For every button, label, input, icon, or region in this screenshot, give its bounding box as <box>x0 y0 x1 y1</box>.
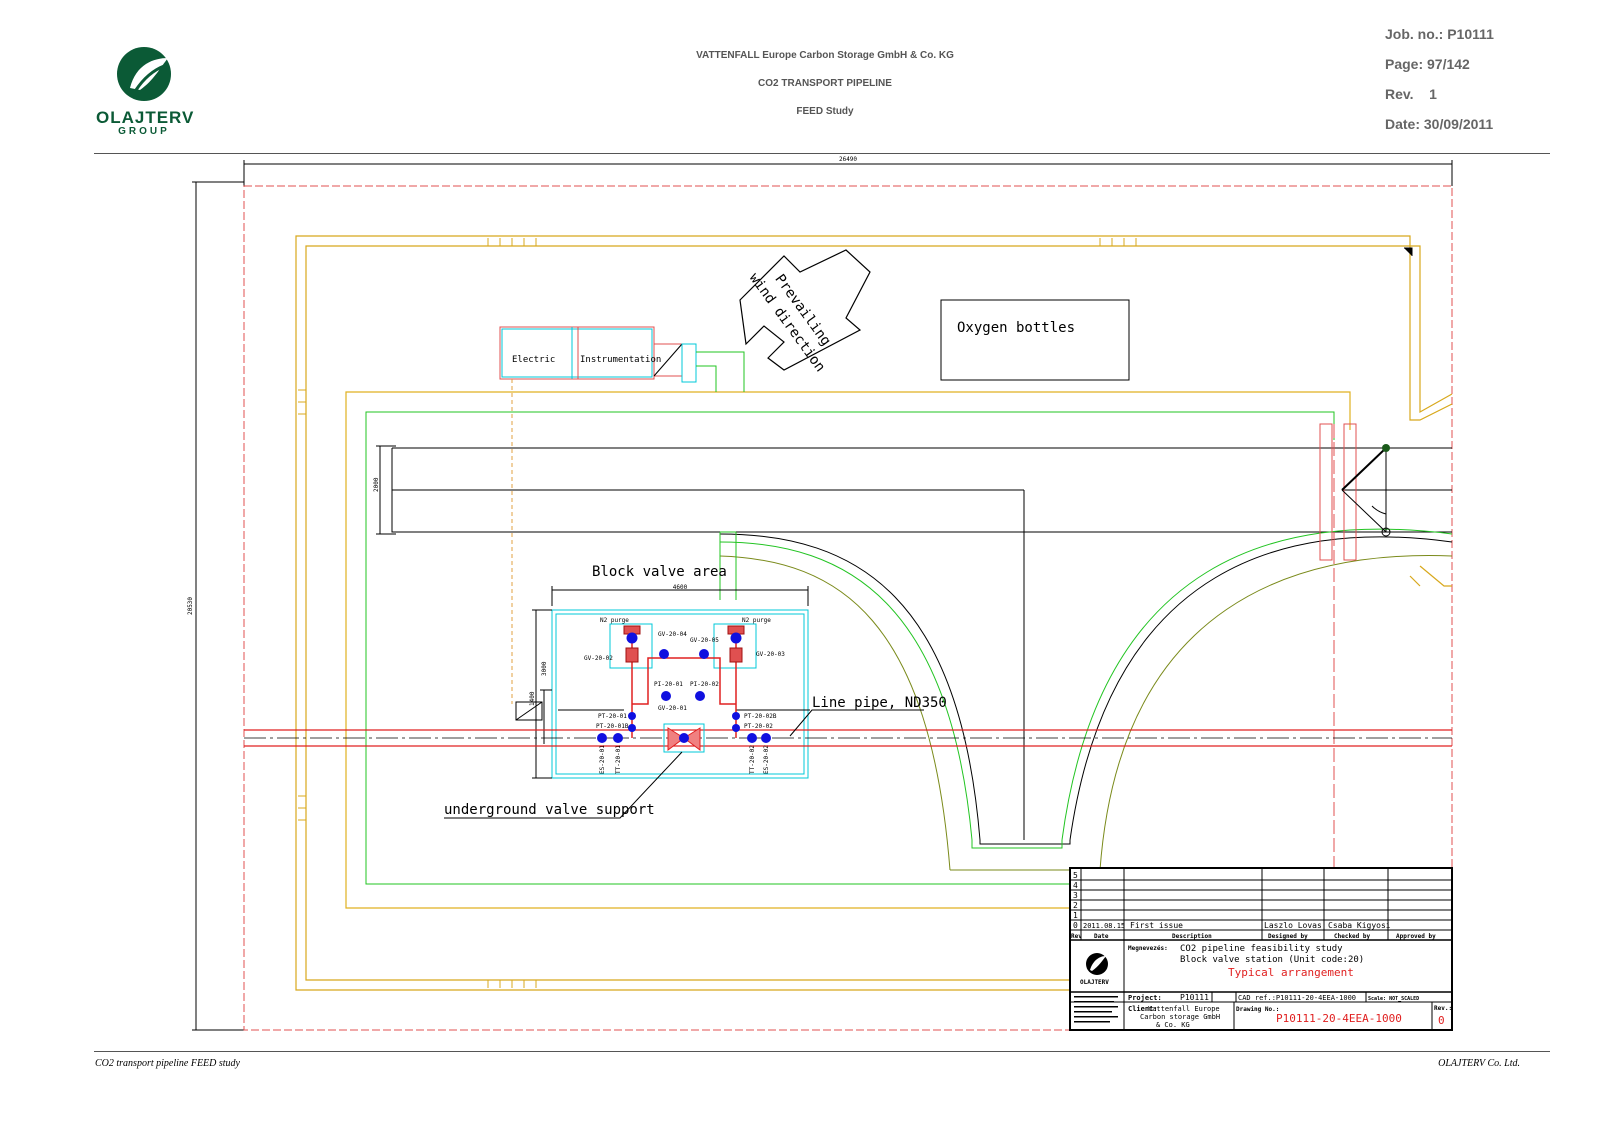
rev-row-2: 2 <box>1073 901 1078 910</box>
corner-marker <box>1404 247 1413 256</box>
tag-pt-02b: PT-20-02B <box>744 713 777 720</box>
olajterv-logo-icon <box>117 47 171 101</box>
rev-row-1: 1 <box>1073 911 1078 920</box>
tag-es-01: ES-20-01 <box>599 745 606 774</box>
title-line-1: CO2 pipeline feasibility study <box>1180 944 1343 954</box>
rev-row-0: 0 <box>1073 921 1078 930</box>
fence-ticks <box>298 238 1137 988</box>
issue-date: Date: 30/09/2011 <box>1385 116 1494 132</box>
cad-ref: CAD ref.:P10111-20-4EEA-1000 <box>1238 994 1356 1002</box>
col-rev: Rev <box>1071 933 1082 940</box>
client-line-1: Vattenfall Europe <box>1148 1005 1220 1013</box>
tag-gv-04: GV-20-04 <box>658 631 687 638</box>
drawing-number: P10111-20-4EEA-1000 <box>1276 1012 1402 1025</box>
block-valve-area <box>515 531 810 779</box>
logo-name: OLAJTERV <box>96 108 195 127</box>
title-block <box>1069 867 1453 1031</box>
col-checked-by: Checked by <box>1334 933 1371 940</box>
property-boundary <box>243 185 1453 1031</box>
tag-gv-03: GV-20-03 <box>756 651 785 658</box>
instrumentation-label: Instrumentation <box>580 355 661 365</box>
rev-value: 0 <box>1438 1014 1445 1027</box>
leaders <box>444 709 924 819</box>
footer-rule <box>94 1051 1550 1052</box>
tag-es-02: ES-20-02 <box>763 745 770 774</box>
tag-n2-purge-right: N2 purge <box>742 617 771 624</box>
tag-pt-02: PT-20-02 <box>744 723 773 730</box>
title-line-2: Block valve station (Unit code:20) <box>1180 955 1364 965</box>
tag-pt-01b: PT-20-01B <box>596 723 629 730</box>
title-block-fineprint <box>1074 996 1118 1023</box>
rev-row-4: 4 <box>1073 881 1078 890</box>
title-block-logo-icon <box>1086 953 1108 975</box>
dim-height: 20530 <box>187 597 194 615</box>
rev0-designed-by: Laszlo Lovas <box>1264 921 1322 930</box>
tag-tt-01: TT-20-01 <box>615 745 622 774</box>
oxygen-label: Oxygen bottles <box>957 320 1075 336</box>
line-pipe-label: Line pipe, ND350 <box>812 695 947 711</box>
wind-arrow <box>739 249 871 371</box>
tag-pi-01: PI-20-01 <box>654 681 683 688</box>
fence-outer <box>295 235 1453 991</box>
title-block-logo: OLAJTERV <box>1080 979 1109 986</box>
job-number: Job. no.: P10111 <box>1385 26 1494 42</box>
rev-row-3: 3 <box>1073 891 1078 900</box>
purge-valves <box>623 625 745 663</box>
tag-pt-01: PT-20-01 <box>598 713 627 720</box>
instrument-markers <box>597 632 771 743</box>
tag-tt-02: TT-20-02 <box>749 745 756 774</box>
rev0-date: 2011.08.15 <box>1083 922 1125 930</box>
client-label: Client: <box>1128 1005 1158 1013</box>
title-line-3: Typical arrangement <box>1228 966 1354 979</box>
dim-road: 2000 <box>373 477 380 492</box>
rev-row-5: 5 <box>1073 871 1078 880</box>
overall-dimensions <box>192 160 1453 1031</box>
oxygen-bottles-box <box>940 299 1130 381</box>
client-line-2: Carbon storage GmbH <box>1140 1013 1220 1021</box>
title-label: Megnevezés: <box>1128 945 1168 952</box>
equipment-container <box>499 326 745 704</box>
curved-road <box>719 528 1453 871</box>
project-value: P10111 <box>1180 993 1209 1002</box>
valve-piping <box>631 636 737 738</box>
header-study: FEED Study <box>796 106 854 117</box>
dim-area-width: 4600 <box>673 584 688 591</box>
electric-label: Electric <box>512 355 555 365</box>
scale: Scale: NOT_SCALED <box>1368 996 1419 1002</box>
revision: Rev. 1 <box>1385 86 1437 102</box>
line-pipe <box>244 729 1452 747</box>
dim-area-height: 3000 <box>541 661 548 676</box>
road-edge <box>345 391 1351 909</box>
tag-gv-01: GV-20-01 <box>658 705 687 712</box>
tag-gv-05: GV-20-05 <box>690 637 719 644</box>
project-label: Project: <box>1128 994 1162 1002</box>
footer-right: OLAJTERV Co. Ltd. <box>1438 1058 1520 1069</box>
col-approved-by: Approved by <box>1396 933 1436 940</box>
block-valve-area-label: Block valve area <box>592 564 727 580</box>
footer-left: CO2 transport pipeline FEED study <box>95 1058 240 1069</box>
page-number: Page: 97/142 <box>1385 56 1470 72</box>
header-project: CO2 TRANSPORT PIPELINE <box>758 78 892 89</box>
dim-width: 26490 <box>839 156 857 163</box>
tag-pi-02: PI-20-02 <box>690 681 719 688</box>
col-date: Date <box>1094 933 1109 940</box>
col-designed-by: Designed by <box>1268 933 1308 940</box>
valve-support-label: underground valve support <box>444 802 655 818</box>
rev-label: Rev.: <box>1434 1005 1452 1012</box>
dim-small: 1400 <box>529 691 536 706</box>
col-description: Description <box>1172 933 1212 940</box>
client-line-3: & Co. KG <box>1156 1021 1190 1029</box>
drawing-no-label: Drawing No.: <box>1236 1006 1279 1013</box>
logo-group: GROUP <box>118 126 170 137</box>
header-rule <box>94 153 1550 154</box>
tag-gv-02: GV-20-02 <box>584 655 613 662</box>
access-road <box>376 445 1452 840</box>
rev0-description: First issue <box>1130 921 1183 930</box>
rev0-checked-by: Csaba Kigyosi <box>1328 921 1391 930</box>
main-valve-icon <box>663 723 705 753</box>
header-company: VATTENFALL Europe Carbon Storage GmbH & … <box>696 50 954 61</box>
tag-n2-purge-left: N2 purge <box>600 617 629 624</box>
